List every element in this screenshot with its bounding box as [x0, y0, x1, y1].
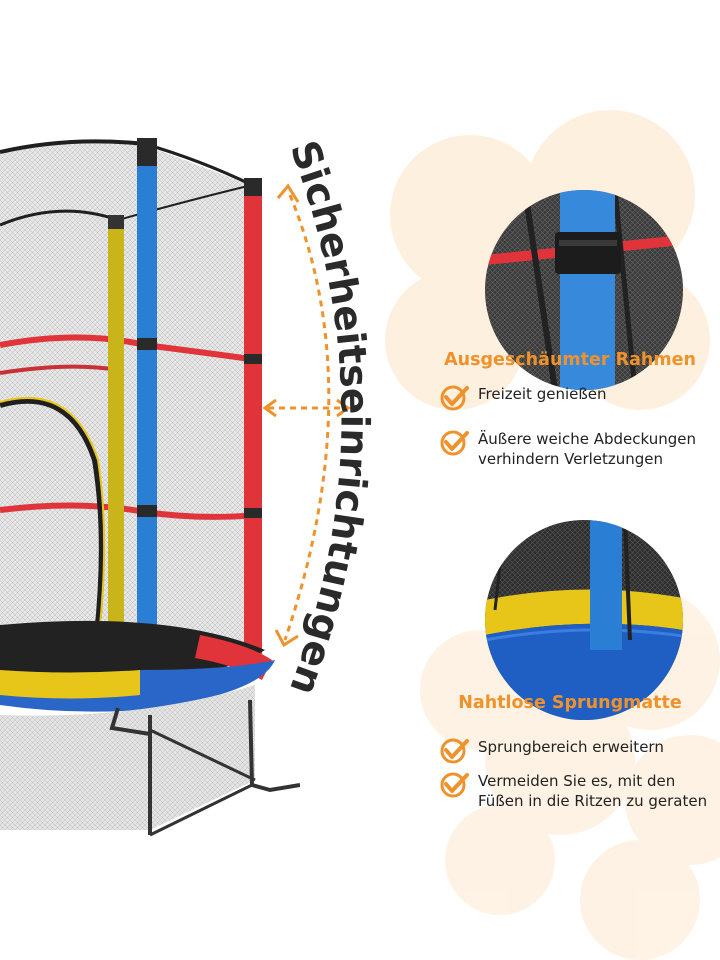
mat-zoom-image: [485, 520, 683, 720]
check-icon: [440, 772, 469, 798]
bullet-text: Vermeiden Sie es, mit den Füßen in die R…: [478, 772, 708, 810]
bullet-text: Sprungbereich erweitern: [478, 738, 664, 756]
check-icon: [440, 430, 469, 456]
list-item: Freizeit genießen: [440, 384, 720, 411]
feature-title-mat: Nahtlose Sprungmatte: [458, 693, 682, 713]
bullet-text: Freizeit genießen: [478, 385, 607, 403]
list-item: Vermeiden Sie es, mit den Füßen in die R…: [440, 771, 720, 811]
curved-title: Sicherheitseinrichtungen: [280, 135, 376, 701]
frame-zoom-image: [485, 190, 683, 390]
double-arrow-icon: [262, 183, 351, 648]
curved-title-text: Sicherheitseinrichtungen: [280, 135, 376, 701]
check-icon: [440, 385, 469, 411]
svg-text:Sicherheitseinrichtungen: Sicherheitseinrichtungen: [280, 135, 376, 701]
list-item: Sprungbereich erweitern: [440, 737, 720, 764]
feature-title-frame: Ausgeschäumter Rahmen: [444, 350, 696, 370]
feature-list-mat: Sprungbereich erweitern Vermeiden Sie es…: [440, 737, 720, 811]
bullet-text: Äußere weiche Abdeckungen verhindern Ver…: [478, 430, 696, 468]
trampoline-image: [0, 138, 300, 837]
list-item: Äußere weiche Abdeckungen verhindern Ver…: [440, 429, 720, 469]
check-icon: [440, 738, 469, 764]
feature-list-frame: Freizeit genießen Äußere weiche Abdeckun…: [440, 384, 720, 469]
